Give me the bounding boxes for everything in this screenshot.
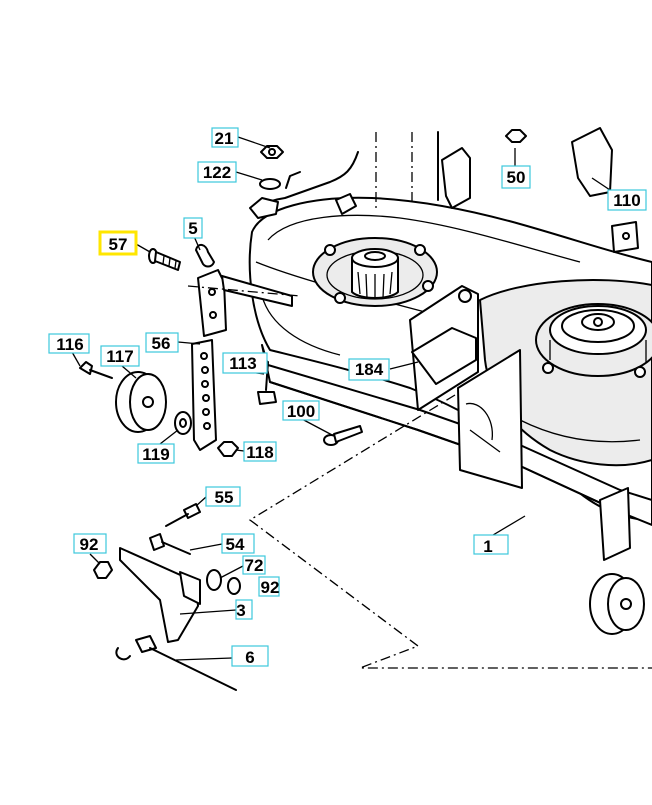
callout-box-6 <box>231 645 269 667</box>
nut-92-right <box>227 577 241 595</box>
callout-118: 118 <box>246 443 273 462</box>
washer-72 <box>206 569 222 591</box>
callout-92b: 92 <box>261 578 280 597</box>
callout-117: 117 <box>106 347 133 366</box>
callout-1: 1 <box>483 537 492 556</box>
callout-box-21 <box>211 127 239 148</box>
bolt-113 <box>257 361 277 405</box>
bolt-116 <box>79 361 113 379</box>
callout-54: 54 <box>226 535 245 554</box>
bolt-57 <box>148 248 181 271</box>
callout-119: 119 <box>142 445 169 464</box>
side-hanger-bracket <box>197 269 293 337</box>
pin-5 <box>195 244 215 268</box>
callout-122: 122 <box>203 163 231 182</box>
nut-118 <box>217 441 239 457</box>
callout-box-56 <box>145 332 179 353</box>
upper-link-rods <box>249 131 471 219</box>
callout-box-57 <box>98 230 138 256</box>
lower-arm-3 <box>119 547 201 643</box>
callout-box-92a <box>73 533 107 554</box>
callout-116: 116 <box>56 335 83 354</box>
nut-50 <box>505 129 527 143</box>
callout-box-113 <box>222 352 268 374</box>
callout-21: 21 <box>215 129 234 148</box>
callout-box-55 <box>205 486 241 507</box>
height-adjust-bar-56 <box>191 339 217 451</box>
nut-92-left <box>93 561 113 579</box>
callout-box-110 <box>607 189 647 211</box>
washer-122 <box>259 178 281 190</box>
callout-box-184 <box>348 358 390 381</box>
callout-5: 5 <box>188 219 197 238</box>
callout-box-54 <box>221 533 255 554</box>
callout-box-5 <box>183 217 203 239</box>
callout-box-117 <box>100 345 140 367</box>
rear-bracket <box>571 127 639 253</box>
callout-50: 50 <box>507 168 526 187</box>
callout-texts: 21 122 50 110 57 5 116 117 56 113 184 10… <box>56 129 640 667</box>
leader-lines <box>71 136 611 661</box>
callout-92a: 92 <box>80 535 99 554</box>
callout-56: 56 <box>152 334 171 353</box>
rod-6 <box>115 635 237 691</box>
callout-110: 110 <box>613 191 640 210</box>
nut-21 <box>260 145 284 159</box>
right-spindle-pulley <box>535 303 652 378</box>
callout-box-92b <box>258 576 280 597</box>
callout-box-50 <box>501 165 531 189</box>
callout-box-72 <box>242 555 266 575</box>
left-spindle-assembly <box>312 237 438 307</box>
callout-72: 72 <box>245 556 264 575</box>
callout-55: 55 <box>215 488 234 507</box>
assembly-centerlines <box>187 132 652 669</box>
bolt-100 <box>323 425 363 446</box>
callout-113: 113 <box>229 354 256 373</box>
bolt-55 <box>165 503 201 527</box>
front-gauge-wheel <box>589 487 645 635</box>
callout-box-119 <box>137 443 175 464</box>
callout-184: 184 <box>355 360 384 379</box>
center-mount-bracket <box>409 285 523 489</box>
callout-labels <box>48 127 647 667</box>
callout-box-118 <box>243 441 277 462</box>
callout-3: 3 <box>236 601 245 620</box>
gauge-wheel-117 <box>115 371 167 433</box>
callout-box-1 <box>473 534 509 555</box>
callout-box-3 <box>235 599 253 620</box>
callout-57: 57 <box>109 235 128 254</box>
washer-119 <box>174 411 192 435</box>
callout-box-116 <box>48 333 90 354</box>
callout-box-122 <box>197 161 237 183</box>
bolt-54 <box>149 533 191 555</box>
callout-6: 6 <box>245 648 254 667</box>
callout-100: 100 <box>287 402 315 421</box>
callout-box-100 <box>282 400 320 421</box>
